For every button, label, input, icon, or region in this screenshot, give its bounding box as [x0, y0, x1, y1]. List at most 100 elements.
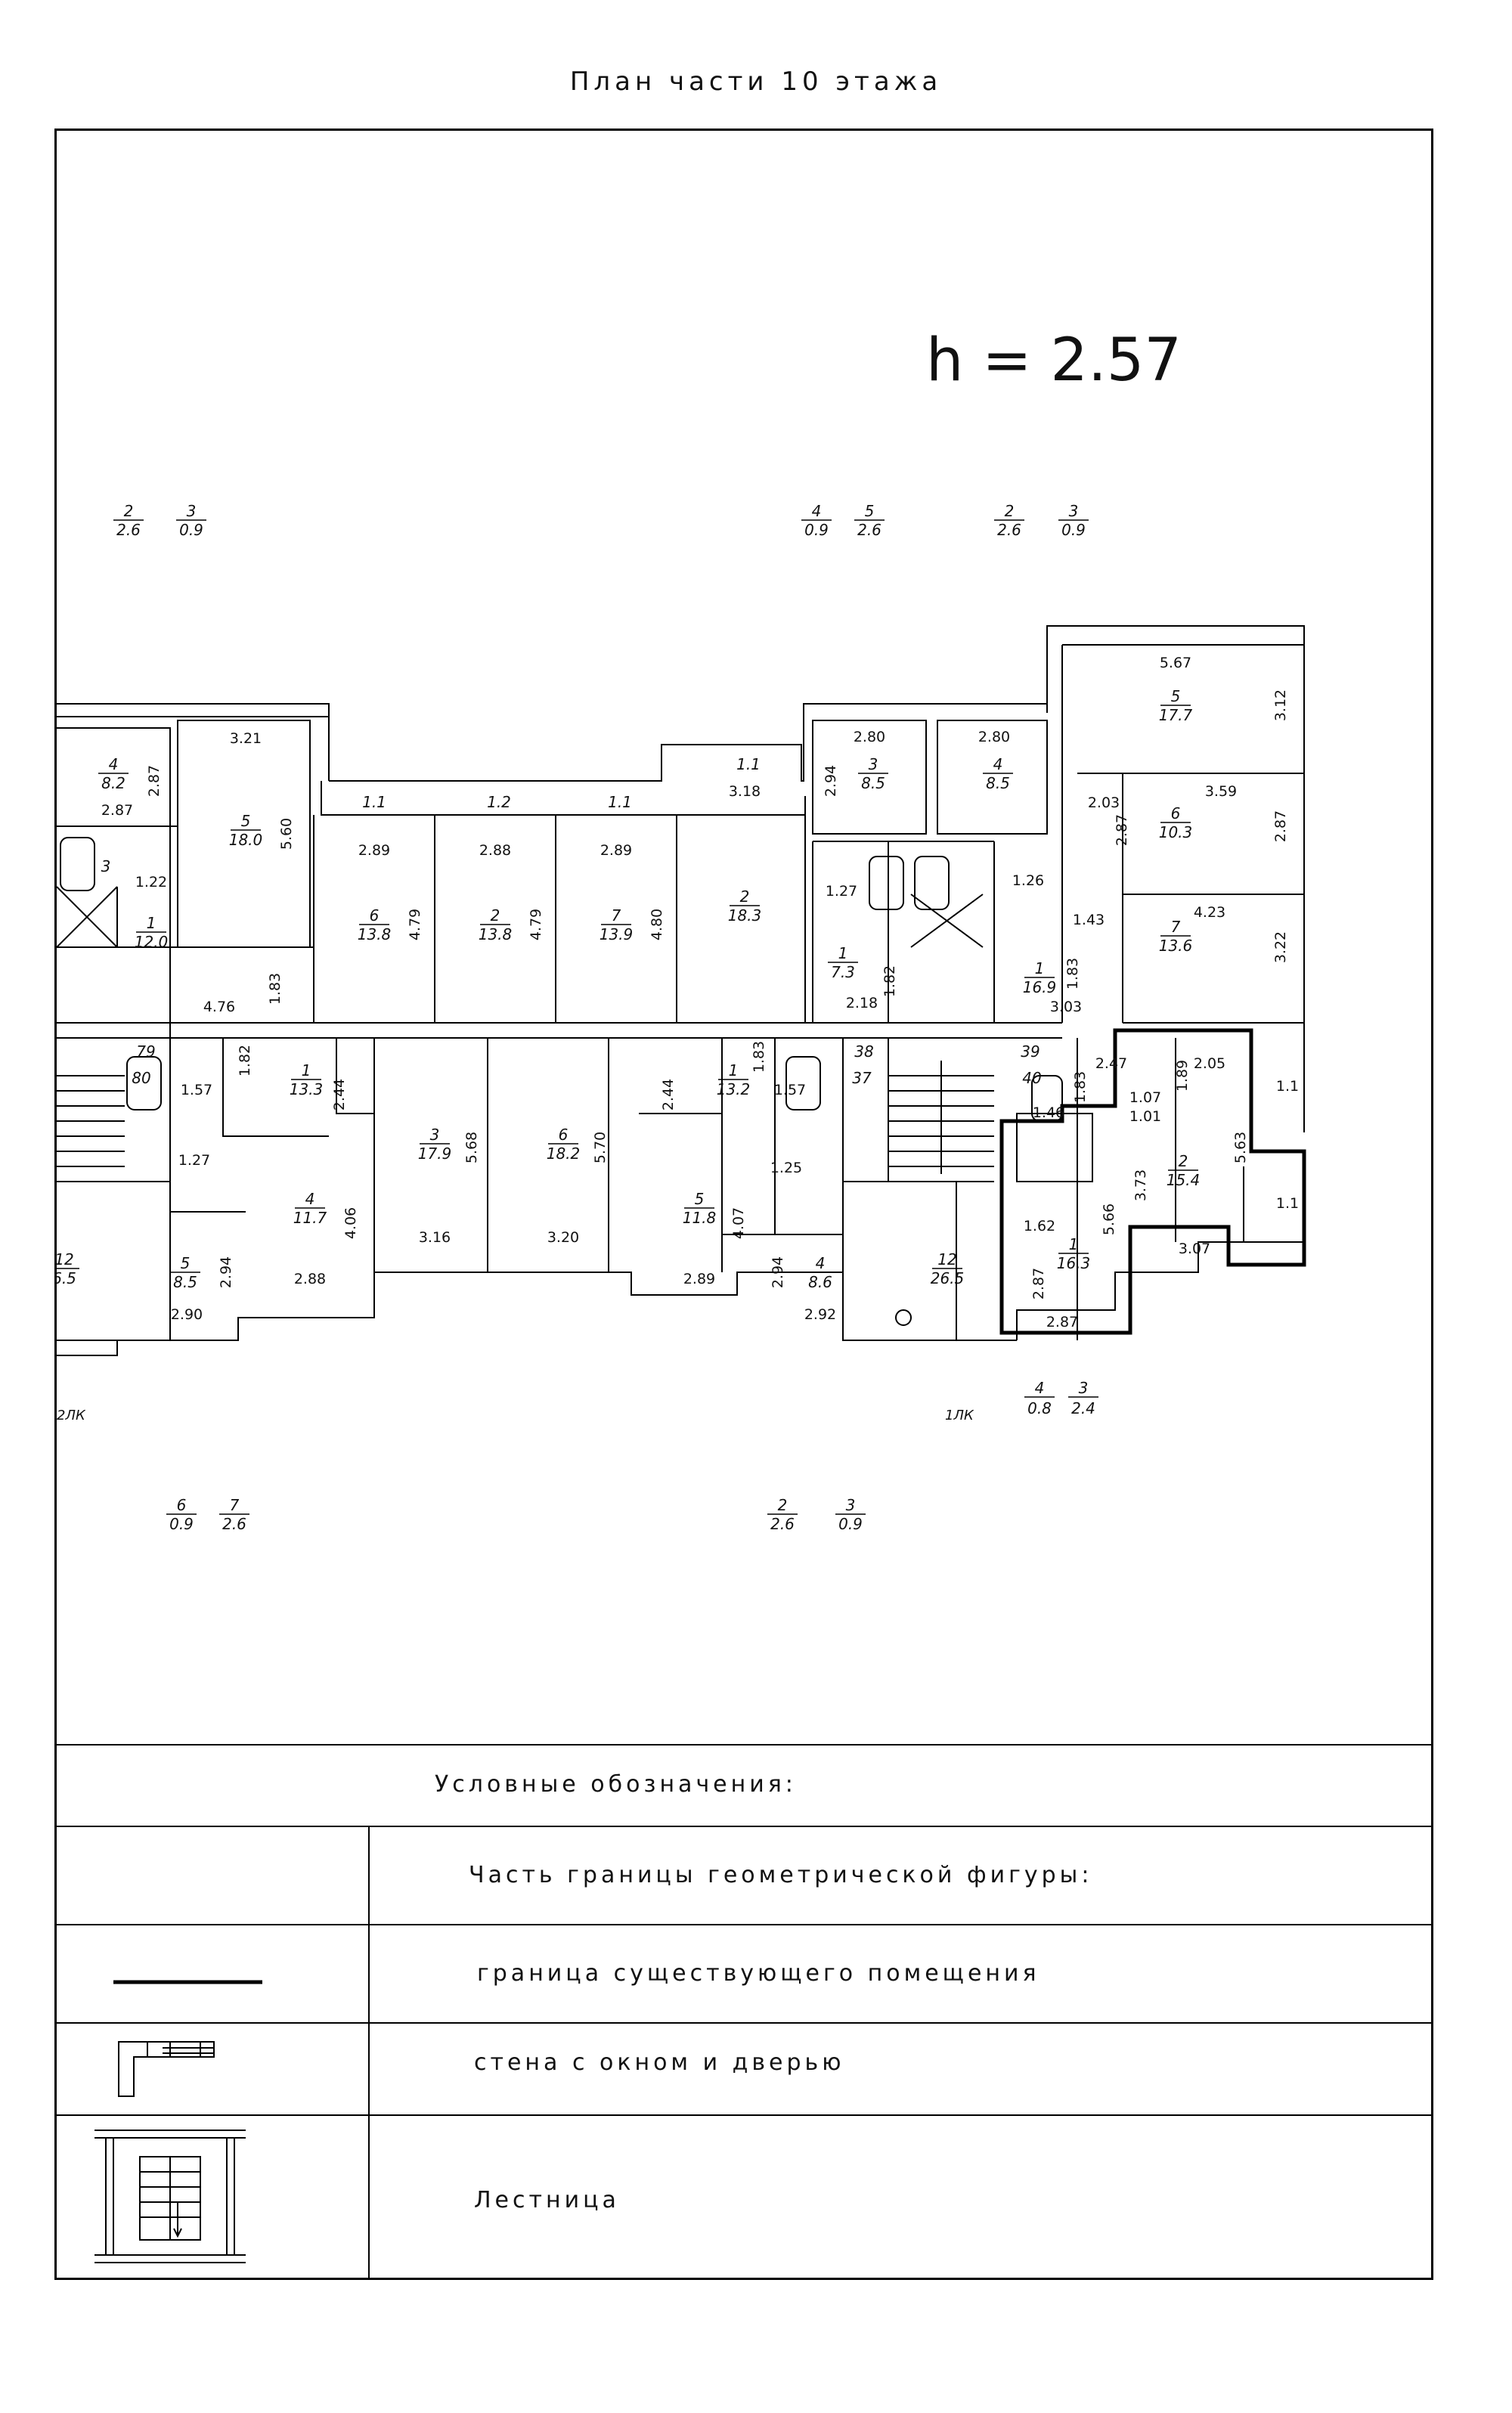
svg-text:38: 38: [854, 1042, 873, 1061]
svg-text:16.9: 16.9: [1023, 978, 1057, 996]
svg-text:13.3: 13.3: [290, 1080, 324, 1098]
svg-text:4.23: 4.23: [1194, 904, 1225, 921]
svg-text:40: 40: [1022, 1069, 1041, 1087]
svg-text:5: 5: [865, 502, 875, 520]
svg-text:3.16: 3.16: [419, 1229, 451, 1246]
legend-row-text: стена с окном и дверью: [474, 2049, 845, 2076]
legend-heading: Условные обозначения:: [435, 1771, 797, 1798]
svg-text:3.73: 3.73: [1132, 1169, 1149, 1201]
svg-text:17.9: 17.9: [418, 1145, 452, 1163]
svg-text:13.9: 13.9: [600, 925, 634, 943]
svg-text:1.57: 1.57: [181, 1082, 212, 1098]
svg-text:1.82: 1.82: [237, 1045, 253, 1076]
svg-text:2.03: 2.03: [1088, 795, 1120, 811]
svg-text:2.44: 2.44: [331, 1079, 348, 1110]
svg-text:3.21: 3.21: [230, 730, 262, 747]
svg-text:18.3: 18.3: [728, 906, 762, 925]
svg-text:5.68: 5.68: [463, 1132, 480, 1163]
svg-text:2.87: 2.87: [101, 802, 133, 819]
ceiling-height: h = 2.57: [926, 327, 1182, 395]
legend-symbol-wall-window: [118, 2041, 215, 2097]
svg-text:13.6: 13.6: [1159, 937, 1193, 955]
svg-text:1.89: 1.89: [1174, 1060, 1191, 1092]
svg-text:5.63: 5.63: [1232, 1132, 1249, 1163]
svg-text:2: 2: [740, 887, 750, 906]
svg-text:2.94: 2.94: [770, 1256, 786, 1288]
svg-text:6: 6: [559, 1126, 569, 1144]
svg-text:1.2: 1.2: [487, 793, 511, 811]
svg-text:2.6: 2.6: [857, 521, 881, 539]
svg-text:3: 3: [1069, 502, 1079, 520]
svg-text:2.47: 2.47: [1095, 1055, 1127, 1072]
svg-text:12: 12: [937, 1250, 956, 1268]
svg-text:2.90: 2.90: [171, 1306, 203, 1323]
svg-text:2: 2: [1179, 1152, 1188, 1170]
svg-text:16.3: 16.3: [1057, 1254, 1091, 1272]
svg-text:4.07: 4.07: [730, 1207, 747, 1239]
svg-text:8.6: 8.6: [808, 1273, 832, 1291]
svg-text:5.67: 5.67: [1160, 655, 1191, 671]
svg-text:2.94: 2.94: [218, 1256, 234, 1288]
svg-text:4.76: 4.76: [203, 999, 235, 1015]
svg-text:2.88: 2.88: [294, 1271, 326, 1287]
svg-text:2: 2: [491, 906, 500, 925]
balcony-fractions: 22.6 30.9 40.9 52.6 22.6 30.9 40.8 32.4 …: [113, 502, 1098, 1533]
svg-text:3.22: 3.22: [1272, 931, 1289, 963]
svg-text:1: 1: [838, 944, 848, 962]
svg-text:13.2: 13.2: [717, 1080, 751, 1098]
svg-text:1.82: 1.82: [881, 965, 898, 997]
svg-text:13.8: 13.8: [479, 925, 513, 943]
svg-text:2.87: 2.87: [1114, 814, 1130, 846]
svg-text:1.1: 1.1: [362, 793, 386, 811]
svg-text:2.87: 2.87: [1272, 810, 1289, 842]
corridor-labels: 79 80 38 37 39 40: [132, 1042, 1041, 1087]
plan-sheet: h = 2.57: [54, 129, 1433, 2280]
svg-text:1: 1: [302, 1061, 311, 1080]
svg-text:2.4: 2.4: [1071, 1399, 1095, 1417]
svg-text:0.9: 0.9: [1061, 521, 1086, 539]
svg-text:1: 1: [1035, 959, 1045, 977]
svg-text:1.83: 1.83: [267, 973, 284, 1005]
svg-text:3.12: 3.12: [1272, 689, 1289, 721]
svg-text:2.88: 2.88: [479, 842, 511, 859]
svg-text:4: 4: [305, 1190, 315, 1208]
svg-text:3.18: 3.18: [729, 783, 761, 800]
svg-text:2: 2: [778, 1496, 788, 1514]
svg-text:1.1: 1.1: [608, 793, 632, 811]
svg-text:5.60: 5.60: [278, 818, 295, 850]
svg-text:1: 1: [147, 914, 156, 932]
unit-label: 2ЛК: [57, 1408, 86, 1423]
svg-text:3.07: 3.07: [1179, 1241, 1210, 1257]
svg-text:3: 3: [1079, 1379, 1089, 1397]
svg-text:18.2: 18.2: [547, 1145, 581, 1163]
svg-text:2.44: 2.44: [660, 1079, 677, 1110]
svg-text:26.5: 26.5: [931, 1269, 965, 1287]
legend-row-text: граница существующего помещения: [477, 1960, 1040, 1987]
svg-text:2.92: 2.92: [804, 1306, 836, 1323]
svg-text:1.1: 1.1: [1276, 1078, 1299, 1095]
svg-text:3.03: 3.03: [1050, 999, 1082, 1015]
legend-lines: [57, 1744, 1431, 2278]
svg-text:1.1: 1.1: [736, 755, 761, 773]
svg-text:5: 5: [1171, 687, 1181, 705]
unit-label: 1ЛК: [945, 1408, 974, 1423]
svg-text:1: 1: [1069, 1235, 1079, 1253]
svg-text:7.3: 7.3: [831, 963, 855, 981]
svg-text:2.05: 2.05: [1194, 1055, 1225, 1072]
svg-text:39: 39: [1021, 1042, 1040, 1061]
legend-row-text: Часть границы геометрической фигуры:: [469, 1862, 1093, 1888]
svg-text:2.87: 2.87: [146, 765, 163, 797]
svg-text:4: 4: [816, 1254, 826, 1272]
svg-text:4: 4: [812, 502, 822, 520]
svg-text:0.8: 0.8: [1027, 1399, 1052, 1417]
svg-text:2.89: 2.89: [358, 842, 390, 859]
svg-text:2.80: 2.80: [978, 729, 1010, 745]
svg-text:5.66: 5.66: [1101, 1203, 1117, 1235]
dimension-labels: 3.21 5.60 2.87 2.87 1.22 1.83 4.76 2.89 …: [101, 655, 1299, 1330]
svg-text:1.25: 1.25: [770, 1160, 802, 1176]
svg-text:6: 6: [1171, 804, 1181, 822]
svg-text:1: 1: [729, 1061, 739, 1080]
svg-text:0.9: 0.9: [804, 521, 829, 539]
legend-symbol-staircase: [94, 2130, 246, 2263]
svg-text:1.57: 1.57: [774, 1082, 806, 1098]
